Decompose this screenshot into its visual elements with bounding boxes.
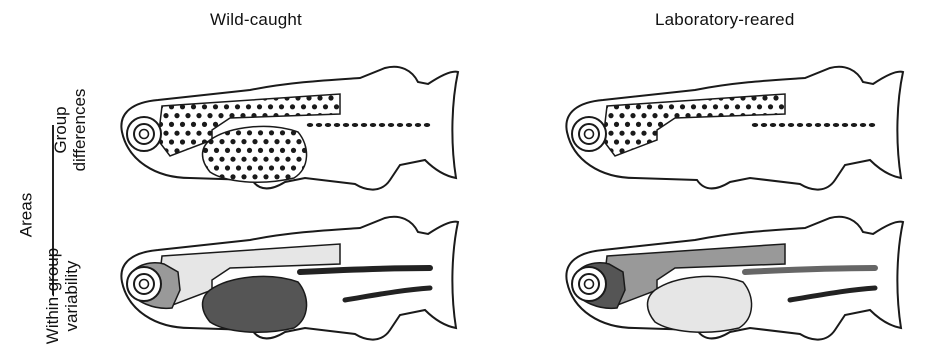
column-title-wild-caught: Wild-caught xyxy=(210,10,302,30)
row-label-areas: Areas xyxy=(17,193,36,237)
column-title-lab-reared: Laboratory-reared xyxy=(655,10,794,30)
eye-outer xyxy=(572,267,606,301)
row-label-group-differences: Group differences xyxy=(51,89,89,172)
belly-area xyxy=(203,276,307,332)
fish-wild-caught-within-variability xyxy=(100,210,460,350)
within-label-line1: Within-group xyxy=(43,248,62,344)
fish-lab-reared-group-differences xyxy=(545,60,905,200)
belly-area xyxy=(648,276,752,332)
eye-outer xyxy=(127,117,161,151)
belly-area xyxy=(203,126,307,182)
within-label-line2: variability xyxy=(62,248,81,344)
group-label-line1: Group xyxy=(51,89,70,172)
row-label-within-group-variability: Within-group variability xyxy=(43,248,81,344)
group-label-line2: differences xyxy=(70,89,89,172)
eye-outer xyxy=(572,117,606,151)
eye-outer xyxy=(127,267,161,301)
fish-wild-caught-group-differences xyxy=(100,60,460,200)
fish-lab-reared-within-variability xyxy=(545,210,905,350)
